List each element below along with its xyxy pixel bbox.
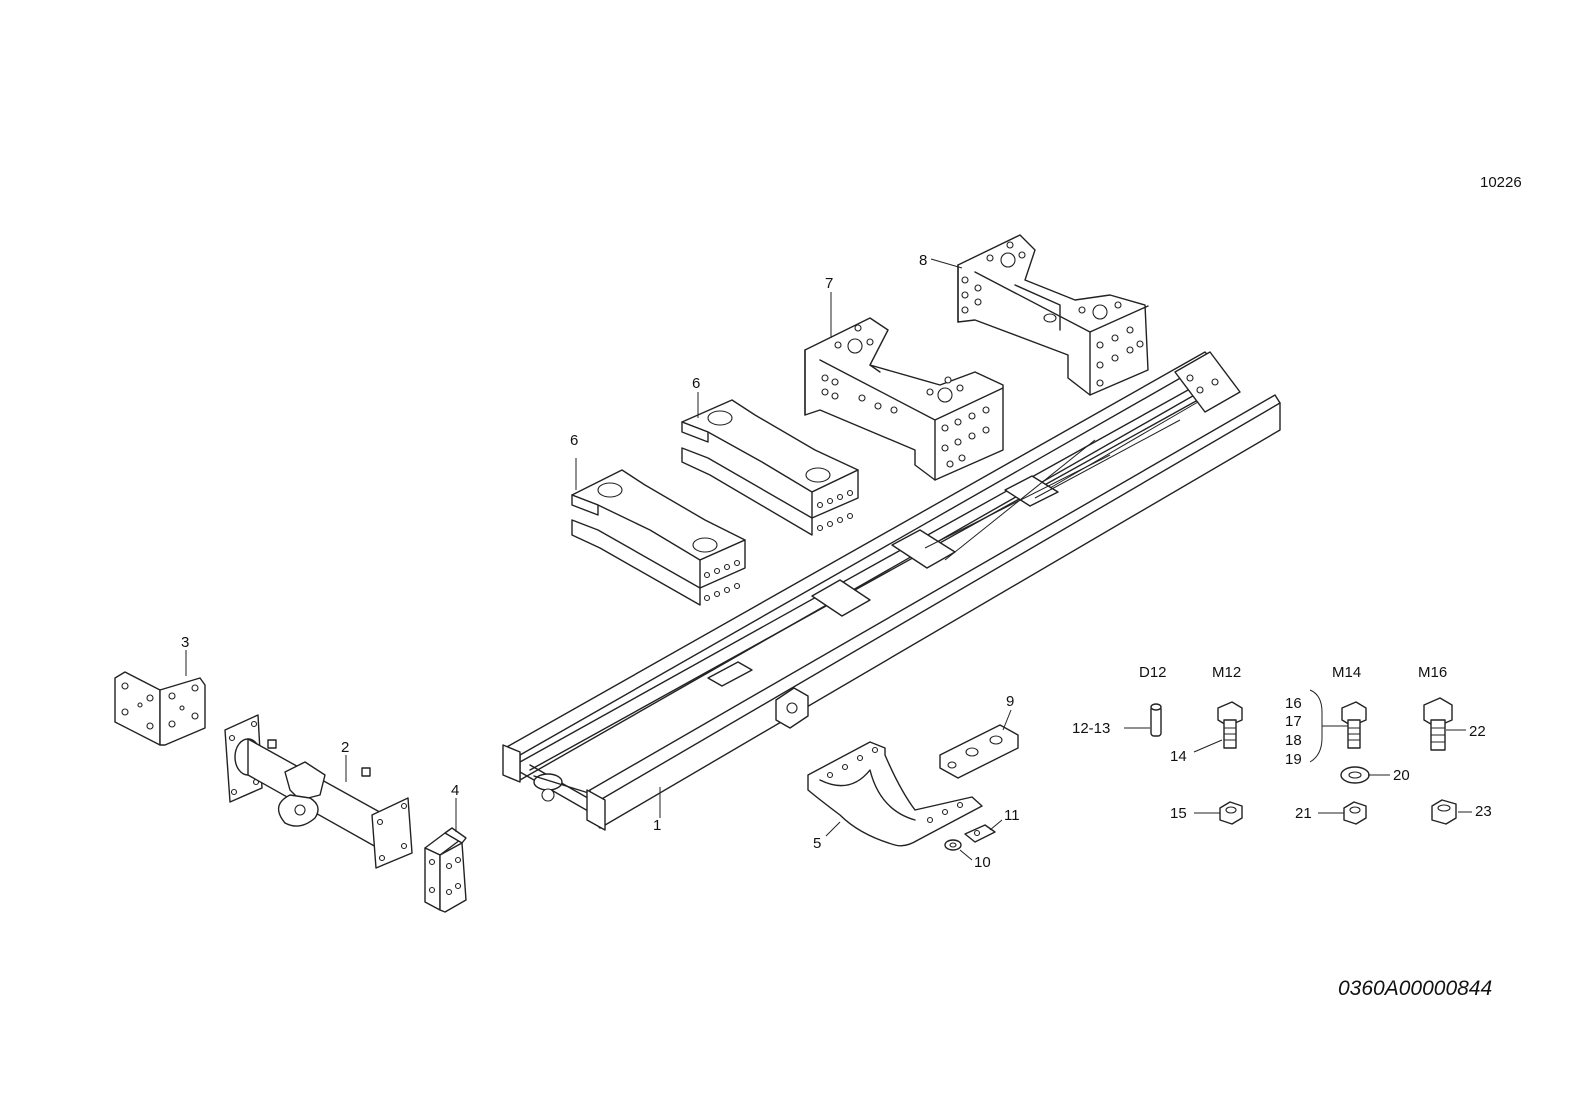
part-1-main-frame [502, 351, 1281, 831]
part-11-plate [964, 824, 996, 843]
size-label-m14: M14 [1332, 664, 1361, 681]
callout-14: 14 [1170, 748, 1187, 765]
part-6-crossmember-upper [681, 399, 859, 536]
part-14-bolt-m12 [1217, 701, 1243, 749]
part-3-angle-bracket [114, 671, 206, 746]
part-10-washer [944, 839, 962, 851]
part-22-bolt-m16 [1423, 697, 1453, 751]
callout-7: 7 [825, 275, 833, 292]
callout-21: 21 [1295, 805, 1312, 822]
callout-18: 18 [1285, 732, 1302, 749]
callout-22: 22 [1469, 723, 1486, 740]
callout-6-lower: 6 [570, 432, 578, 449]
part-21-nut [1343, 801, 1367, 825]
callout-8: 8 [919, 252, 927, 269]
callout-2: 2 [341, 739, 349, 756]
callout-19: 19 [1285, 751, 1302, 768]
part-15-nut [1219, 801, 1243, 825]
leader-lines [185, 258, 1472, 861]
size-label-m16: M16 [1418, 664, 1447, 681]
callout-4: 4 [451, 782, 459, 799]
callout-16: 16 [1285, 695, 1302, 712]
callout-1: 1 [653, 817, 661, 834]
part-20-washer [1340, 766, 1370, 784]
callout-3: 3 [181, 634, 189, 651]
callout-23: 23 [1475, 803, 1492, 820]
part-6-crossmember-lower [571, 469, 746, 606]
document-number: 0360A00000844 [1338, 977, 1492, 1000]
part-7-crossmember [804, 317, 1004, 481]
part-16-19-bolt-m14 [1341, 701, 1367, 749]
part-23-nut [1431, 799, 1457, 825]
callout-6-upper: 6 [692, 375, 700, 392]
size-label-d12: D12 [1139, 664, 1167, 681]
size-label-m12: M12 [1212, 664, 1241, 681]
callout-10: 10 [974, 854, 991, 871]
part-2-tow-beam [224, 714, 413, 869]
callout-9: 9 [1006, 693, 1014, 710]
part-8-crossmember [957, 234, 1149, 396]
part-4-angle-bracket [424, 827, 467, 913]
callout-12-13: 12-13 [1072, 720, 1110, 737]
figure-code: 10226 [1480, 174, 1522, 191]
callout-17: 17 [1285, 713, 1302, 730]
part-5-curved-support [807, 741, 983, 847]
callout-11: 11 [1004, 807, 1020, 824]
part-12-13-dowel [1150, 703, 1162, 737]
callout-5: 5 [813, 835, 821, 852]
callout-15: 15 [1170, 805, 1187, 822]
part-9-plate [939, 724, 1019, 779]
callout-20: 20 [1393, 767, 1410, 784]
